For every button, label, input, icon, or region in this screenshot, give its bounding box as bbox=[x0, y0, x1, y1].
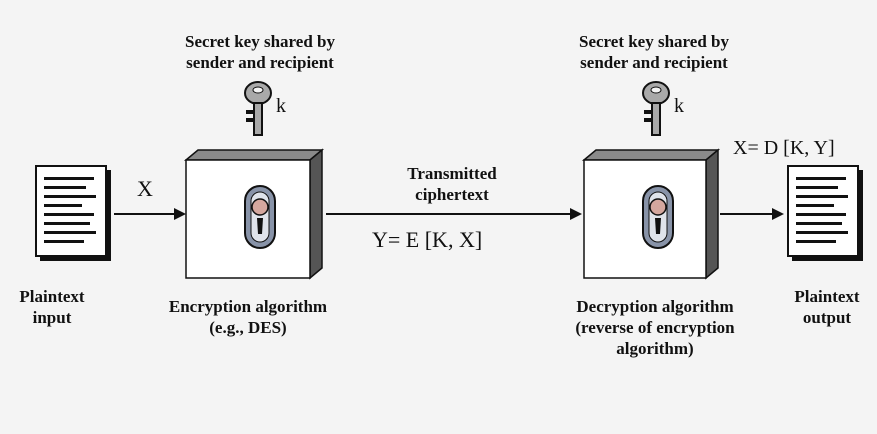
key-label-right: Secret key shared by sender and recipien… bbox=[578, 32, 729, 72]
plaintext-input-document-icon bbox=[35, 165, 111, 261]
decryption-box bbox=[581, 148, 721, 280]
input-variable: X bbox=[137, 176, 153, 201]
secret-key-left-icon bbox=[244, 81, 272, 136]
key-label-left: Secret key shared by sender and recipien… bbox=[184, 32, 335, 72]
encryption-formula: Y= E [K, X] bbox=[372, 227, 483, 252]
key-symbol-right: k bbox=[674, 95, 684, 117]
decryption-formula: X= D [K, Y] bbox=[733, 137, 835, 159]
decryption-lock-icon bbox=[642, 185, 674, 249]
encryption-algorithm-label: Encryption algorithm (e.g., DES) bbox=[168, 297, 328, 337]
decryption-algorithm-label: Decryption algorithm (reverse of encrypt… bbox=[575, 297, 735, 358]
plaintext-output-label: Plaintext output bbox=[794, 287, 860, 327]
plaintext-output-document-icon bbox=[787, 165, 863, 261]
secret-key-right-icon bbox=[642, 81, 670, 136]
plaintext-input-label: Plaintext input bbox=[19, 287, 85, 327]
encryption-lock-icon bbox=[244, 185, 276, 249]
encryption-box bbox=[183, 148, 325, 280]
key-symbol-left: k bbox=[276, 95, 286, 117]
ciphertext-label: Transmitted ciphertext bbox=[407, 164, 497, 204]
